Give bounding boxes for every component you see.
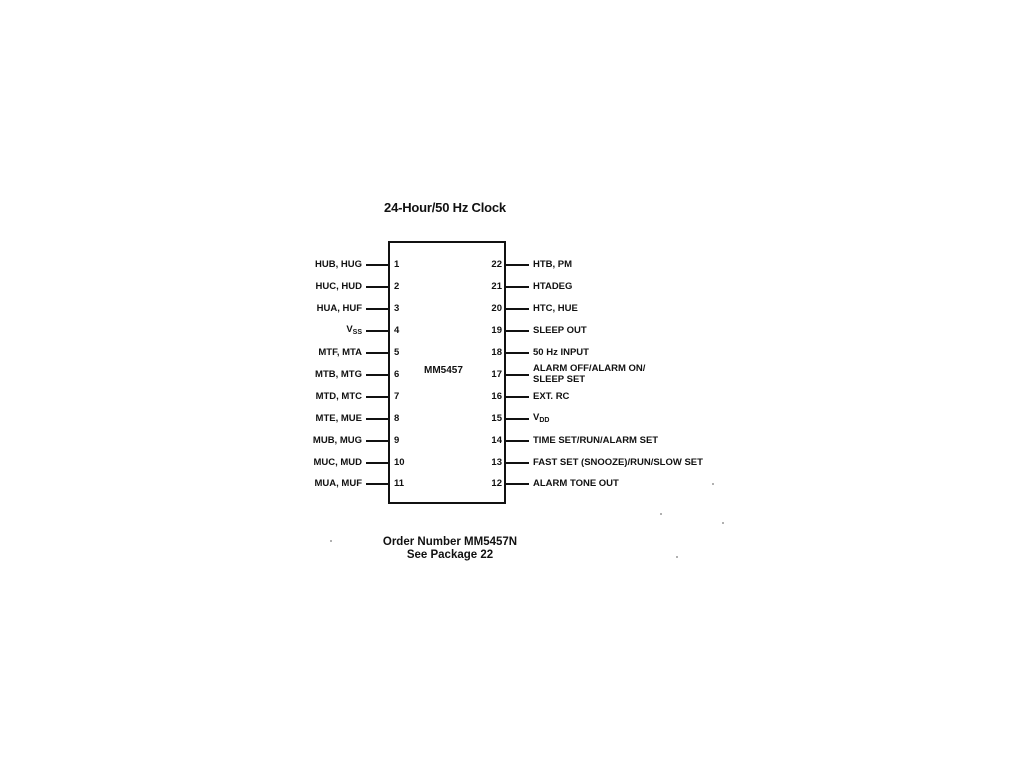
pin-4-signal-subscript: SS (352, 329, 362, 336)
pin-3-lead (366, 308, 388, 310)
diagram-title: 24-Hour/50 Hz Clock (384, 200, 506, 215)
pin-14-number: 14 (491, 435, 502, 446)
part-number-label: MM5457 (424, 365, 463, 376)
ic-package-body (388, 241, 506, 504)
pin-12-number: 12 (491, 478, 502, 489)
pin-15-number: 15 (491, 413, 502, 424)
pin-8-number: 8 (394, 413, 400, 424)
pin-1-number: 1 (394, 259, 400, 270)
pin-16-signal: EXT. RC (533, 391, 570, 402)
pin-19-lead (506, 330, 529, 332)
pin-17-signal: ALARM OFF/ALARM ON/ SLEEP SET (533, 363, 645, 385)
scan-speck (660, 513, 662, 515)
pin-11-lead (366, 483, 388, 485)
pin-14-signal: TIME SET/RUN/ALARM SET (533, 435, 659, 446)
pin-11-number: 11 (394, 478, 405, 489)
pin-12-signal: ALARM TONE OUT (533, 478, 619, 489)
pin-19-signal: SLEEP OUT (533, 325, 587, 336)
pin-10-signal: MUC, MUD (313, 457, 362, 468)
pin-17-signal-line2: SLEEP SET (533, 374, 586, 385)
pin-22-number: 22 (491, 259, 502, 270)
pin-18-signal: 50 Hz INPUT (533, 347, 589, 358)
pin-15-signal-subscript: DD (539, 417, 550, 424)
pin-17-number: 17 (491, 369, 502, 380)
pin-17-signal-line1: ALARM OFF/ALARM ON/ (533, 363, 646, 374)
pin-7-signal: MTD, MTC (315, 391, 362, 402)
pin-6-signal: MTB, MTG (315, 369, 362, 380)
pin-9-signal: MUB, MUG (312, 435, 362, 446)
pin-19-number: 19 (491, 325, 502, 336)
pin-22-signal: HTB, PM (533, 259, 573, 270)
scan-speck (712, 483, 714, 485)
scan-speck (676, 556, 678, 558)
pin-21-lead (506, 286, 529, 288)
pin-21-signal: HTADEG (533, 281, 573, 292)
pin-8-signal: MTE, MUE (315, 413, 362, 424)
pin-3-number: 3 (394, 303, 400, 314)
pin-15-signal: VDD (533, 412, 549, 426)
pin-12-lead (506, 483, 529, 485)
pin-5-signal: MTF, MTA (318, 347, 362, 358)
pin-10-lead (366, 462, 388, 464)
pin-16-number: 16 (491, 391, 502, 402)
pin-7-number: 7 (394, 391, 400, 402)
pin-1-lead (366, 264, 388, 266)
pin-11-signal: MUA, MUF (314, 478, 363, 489)
pin-15-lead (506, 418, 529, 420)
pin-3-signal: HUA, HUF (316, 303, 362, 314)
package-reference: See Package 22 (406, 549, 494, 561)
pin-7-lead (366, 396, 388, 398)
pin-4-lead (366, 330, 388, 332)
pin-13-signal: FAST SET (SNOOZE)/RUN/SLOW SET (533, 457, 703, 468)
pin-4-number: 4 (394, 325, 400, 336)
pin-2-signal: HUC, HUD (315, 281, 362, 292)
pin-21-number: 21 (491, 281, 502, 292)
pin-13-lead (506, 462, 529, 464)
pin-20-lead (506, 308, 529, 310)
pin-17-lead (506, 374, 529, 376)
pin-1-signal: HUB, HUG (315, 259, 362, 270)
pin-2-lead (366, 286, 388, 288)
pin-4-signal-main: V (346, 324, 353, 335)
order-info: Order Number MM5457N See Package 22 (300, 536, 600, 562)
scan-speck (722, 522, 724, 524)
pin-4-signal: VSS (346, 324, 362, 338)
pin-5-number: 5 (394, 347, 400, 358)
pin-9-lead (366, 440, 388, 442)
pin-20-number: 20 (491, 303, 502, 314)
pin-16-lead (506, 396, 529, 398)
pin-6-number: 6 (394, 369, 400, 380)
pin-15-signal-main: V (533, 412, 540, 423)
pin-10-number: 10 (394, 457, 405, 468)
pin-18-lead (506, 352, 529, 354)
pin-9-number: 9 (394, 435, 400, 446)
pin-18-number: 18 (491, 347, 502, 358)
pin-20-signal: HTC, HUE (533, 303, 578, 314)
pin-22-lead (506, 264, 529, 266)
pin-5-lead (366, 352, 388, 354)
order-number: Order Number MM5457N (382, 536, 518, 548)
pin-14-lead (506, 440, 529, 442)
scan-speck (330, 540, 332, 542)
pin-2-number: 2 (394, 281, 400, 292)
pin-13-number: 13 (491, 457, 502, 468)
pin-6-lead (366, 374, 388, 376)
pin-8-lead (366, 418, 388, 420)
